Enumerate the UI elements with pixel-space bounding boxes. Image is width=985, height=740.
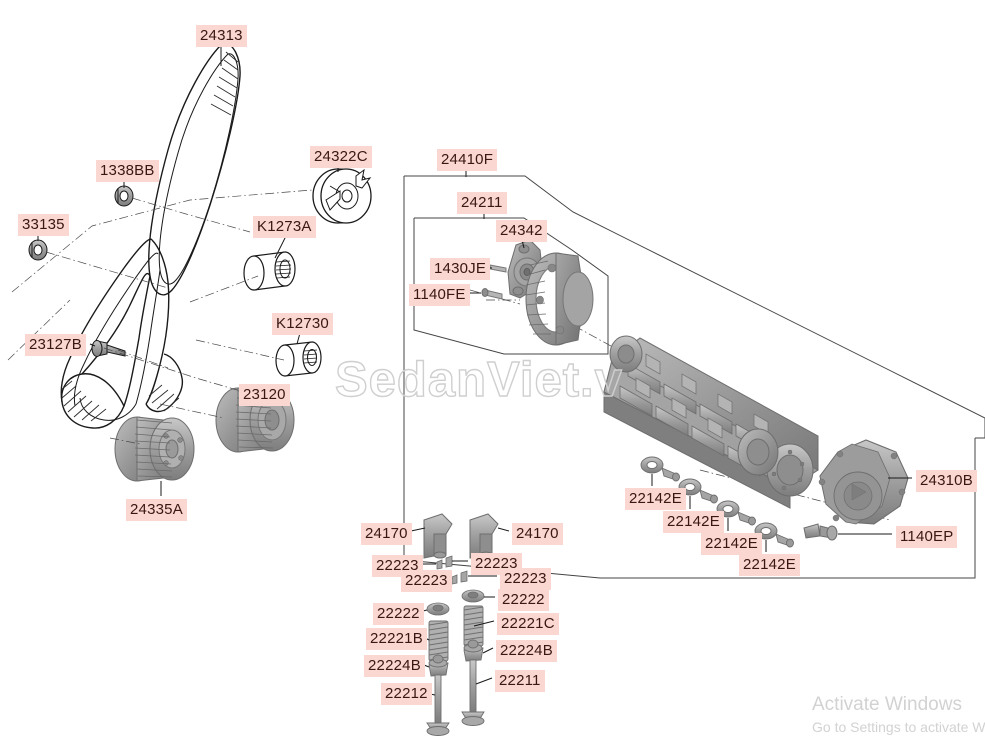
part-label-22223-4[interactable]: 22223 [500, 568, 551, 590]
exhaust-valve-22212-graphic [426, 674, 450, 736]
stem-seal-22224B-left-graphic [428, 654, 449, 677]
part-label-22211[interactable]: 22211 [495, 670, 545, 692]
bolt-1140EP-graphic [803, 523, 838, 541]
cvvt-sprocket-graphic [525, 252, 594, 346]
stem-seal-22224B-right-graphic [463, 639, 484, 662]
part-label-22221B[interactable]: 22221B [366, 628, 427, 650]
tensioner-24322C-graphic [312, 168, 372, 224]
part-label-24170-right[interactable]: 24170 [512, 523, 563, 545]
part-label-1430JE[interactable]: 1430JE [430, 258, 491, 280]
part-label-22222-left[interactable]: 22222 [373, 603, 424, 625]
retainers-22222-graphic [426, 589, 485, 616]
part-label-22212[interactable]: 22212 [381, 683, 432, 705]
bolt-23127B-graphic [91, 340, 126, 357]
part-label-22221C[interactable]: 22221C [497, 613, 559, 635]
washer-1338BB-graphic [114, 185, 134, 207]
part-label-24211[interactable]: 24211 [457, 192, 507, 214]
part-label-24310B[interactable]: 24310B [916, 470, 977, 492]
part-label-24322C[interactable]: 24322C [310, 146, 372, 168]
activate-windows-subtitle: Go to Settings to activate W [812, 719, 985, 735]
part-label-22142E-3[interactable]: 22142E [701, 533, 762, 555]
part-label-22142E-2[interactable]: 22142E [663, 511, 724, 533]
part-label-22142E-1[interactable]: 22142E [625, 488, 686, 510]
part-label-1338BB[interactable]: 1338BB [96, 160, 159, 182]
part-label-22223-3[interactable]: 22223 [401, 570, 452, 592]
part-label-24410F[interactable]: 24410F [437, 149, 498, 171]
valve-spring-22221B-graphic [428, 620, 449, 662]
part-label-33135[interactable]: 33135 [18, 214, 69, 236]
camshaft-carrier-graphic [603, 335, 819, 509]
sprocket-24335A-graphic [114, 416, 195, 482]
intake-valve-22211-graphic [461, 659, 485, 726]
part-label-24342[interactable]: 24342 [496, 220, 547, 242]
idler-K1273A-graphic [243, 251, 296, 291]
rocker-arm-right-graphic [469, 513, 499, 559]
rocker-arm-left-graphic [423, 513, 453, 559]
part-label-24335A[interactable]: 24335A [126, 499, 187, 521]
part-label-K12730[interactable]: K12730 [272, 313, 333, 335]
part-label-22142E-4[interactable]: 22142E [739, 554, 800, 576]
part-label-22222-right[interactable]: 22222 [498, 589, 549, 611]
part-label-23127B[interactable]: 23127B [25, 334, 86, 356]
part-label-22224B-right[interactable]: 22224B [496, 640, 557, 662]
part-label-22224B-left[interactable]: 22224B [364, 655, 425, 677]
part-label-K1273A[interactable]: K1273A [253, 216, 316, 238]
idler-K12730-graphic [275, 341, 322, 377]
part-label-1140FE[interactable]: 1140FE [409, 284, 470, 306]
washer-33135-graphic [28, 239, 48, 261]
timing-belt-graphic [60, 43, 241, 429]
activate-windows-title: Activate Windows [812, 694, 962, 715]
part-label-24313[interactable]: 24313 [196, 25, 247, 47]
cover-24310B-graphic [818, 439, 909, 525]
bounding-box-24410F [403, 175, 985, 579]
part-label-23120[interactable]: 23120 [239, 384, 290, 406]
part-label-24170-left[interactable]: 24170 [361, 523, 412, 545]
part-label-1140EP[interactable]: 1140EP [896, 526, 958, 548]
cotters-22223-graphic [436, 555, 468, 585]
